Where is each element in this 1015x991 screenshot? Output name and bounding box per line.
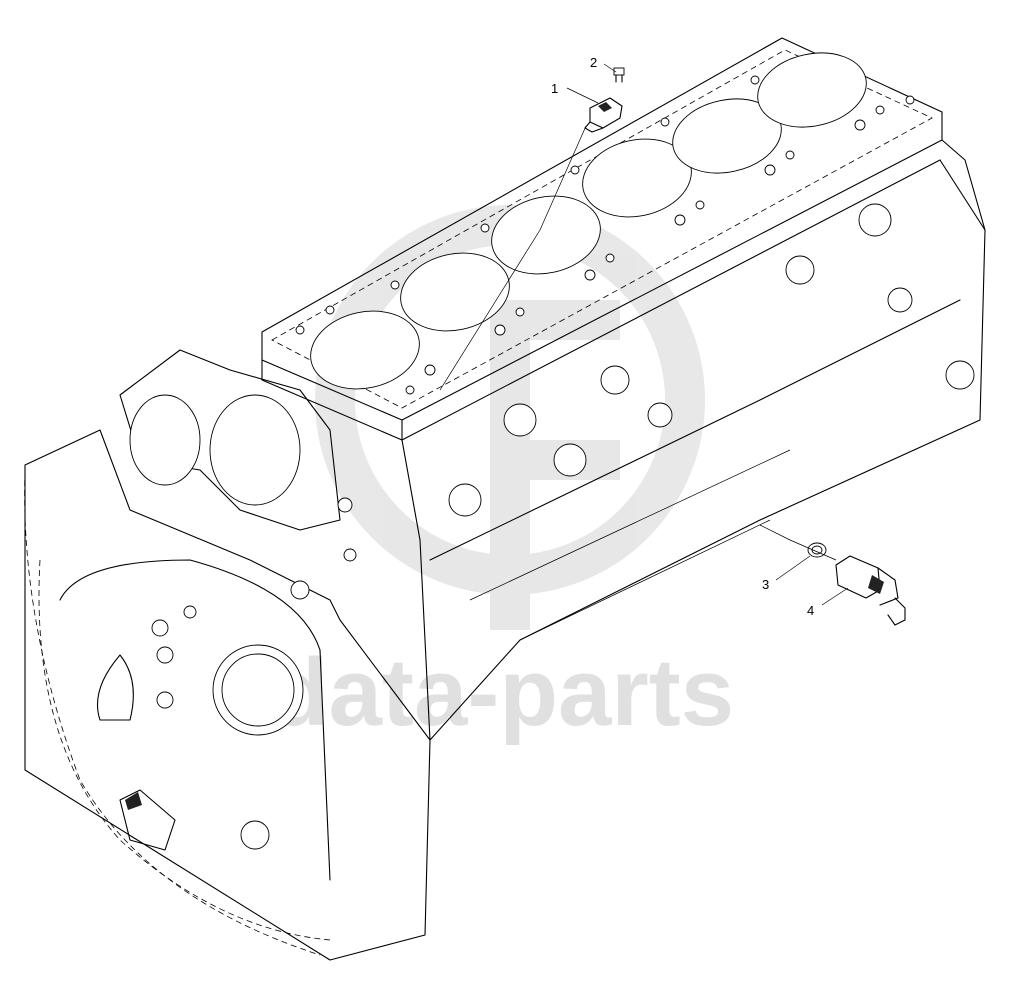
- part-sensor-side[interactable]: [759, 524, 906, 626]
- block-side-face: [401, 159, 986, 741]
- callout-1[interactable]: 1: [551, 81, 558, 96]
- callout-4[interactable]: 4: [807, 603, 814, 618]
- watermark-text: data-parts: [270, 639, 734, 746]
- callout-3[interactable]: 3: [762, 577, 769, 592]
- part-o-ring[interactable]: [807, 542, 827, 558]
- callout-2[interactable]: 2: [590, 55, 597, 70]
- flywheel-housing: [24, 429, 431, 961]
- leader-line-2: [603, 63, 617, 73]
- deck-bolt-holes: [295, 75, 915, 395]
- leader-line-4: [821, 587, 849, 606]
- leader-line-3: [775, 555, 811, 581]
- leader-line-1: [566, 87, 599, 104]
- part-screw[interactable]: [613, 67, 625, 83]
- lower-sensor-mount: [119, 789, 176, 851]
- cylinder-bores: [310, 52, 867, 390]
- engine-block: [24, 37, 986, 961]
- part-sensor-top[interactable]: [439, 97, 623, 391]
- callouts: 1 2 3 4: [551, 55, 849, 618]
